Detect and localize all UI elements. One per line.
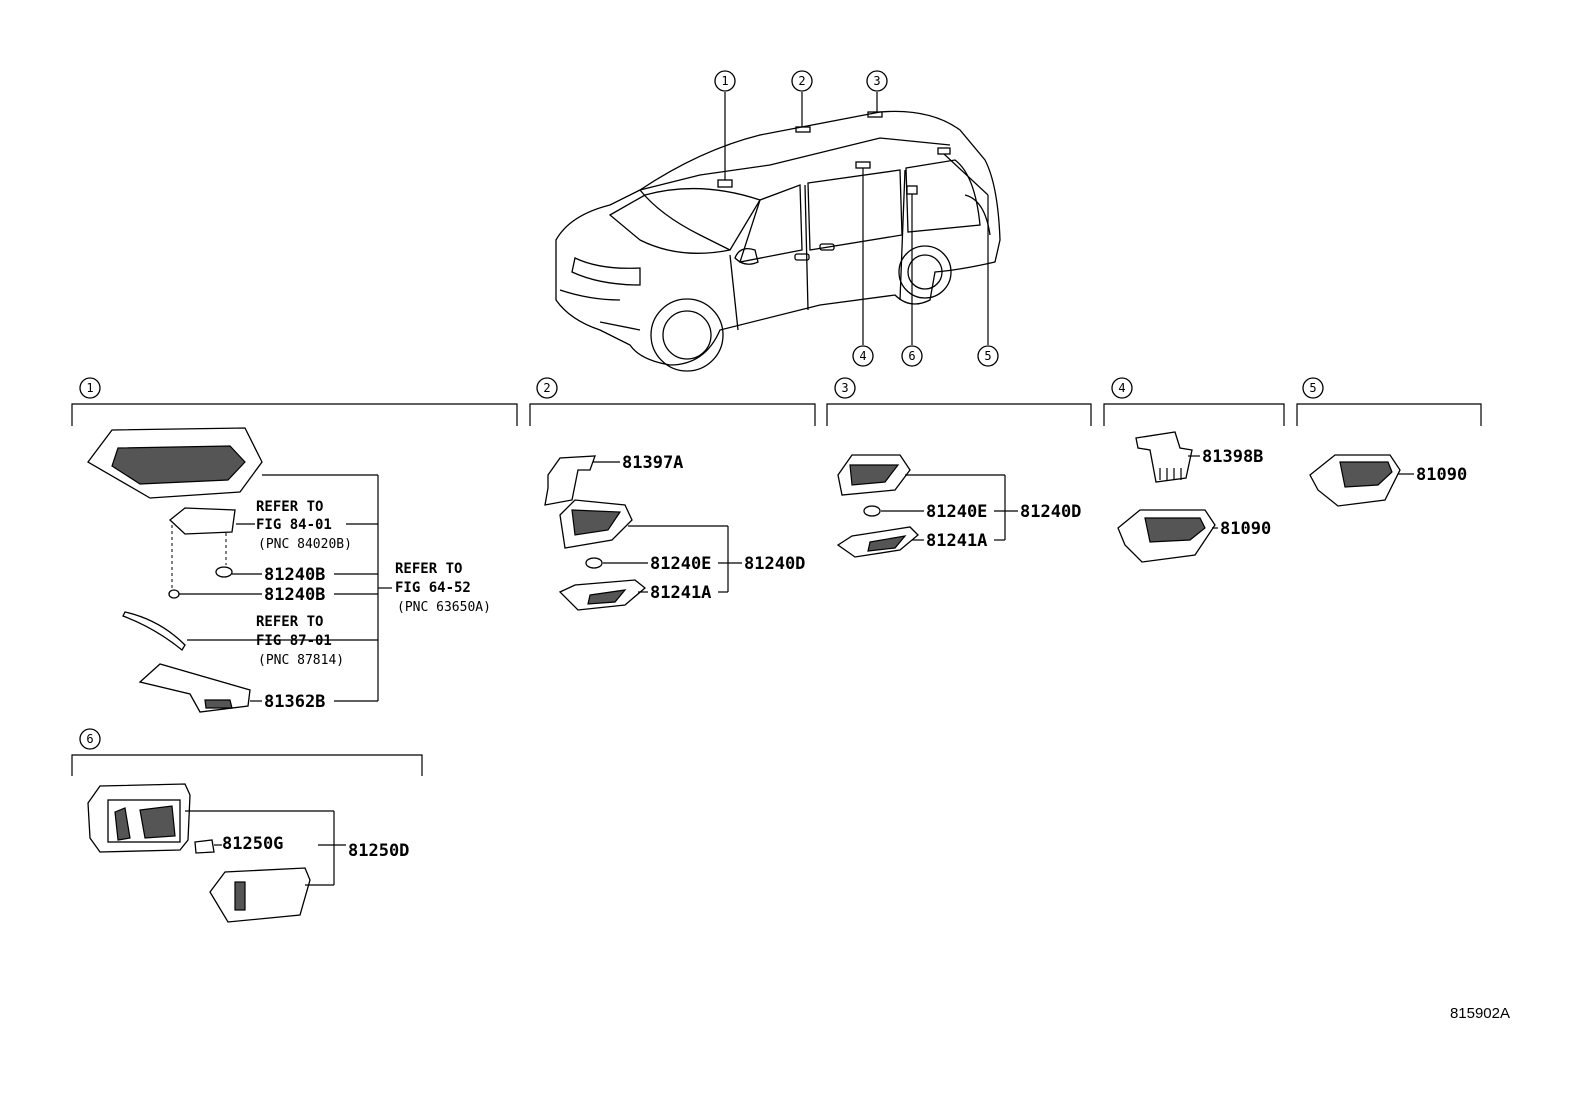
callout-2: 2 (791, 70, 813, 92)
bulb-81240e (585, 557, 603, 569)
ref3-line3: (PNC 87814) (258, 653, 344, 668)
group-5-header: 5 (1296, 377, 1482, 426)
diagram-code: 815902A (1450, 1005, 1510, 1022)
svg-text:4: 4 (1118, 381, 1125, 395)
callout-1: 1 (714, 70, 736, 92)
trim-strip (122, 611, 186, 651)
part-81241a: 81241A (650, 583, 711, 603)
ref1-line1: REFER TO (256, 499, 323, 515)
svg-text:5: 5 (1309, 381, 1316, 395)
bulb-81240e (863, 505, 881, 517)
bracket-81362b (138, 663, 251, 713)
group-3-header: 3 (826, 377, 1092, 426)
svg-text:5: 5 (984, 349, 991, 363)
part-81240d: 81240D (1020, 502, 1081, 522)
part-81362b: 81362B (264, 692, 325, 712)
part-81090: 81090 (1416, 465, 1467, 485)
ref1-line2: FIG 84-01 (256, 517, 332, 533)
ref3-line1: REFER TO (256, 614, 323, 630)
ref2-line1: REFER TO (395, 561, 462, 577)
svg-text:2: 2 (798, 74, 805, 88)
part-81090: 81090 (1220, 519, 1271, 539)
part-81250g: 81250G (222, 834, 283, 854)
group-4-lamp: 81398B 81090 (1117, 431, 1271, 563)
ref3-line2: FIG 87-01 (256, 633, 332, 649)
svg-text:1: 1 (86, 381, 93, 395)
callout-6: 6 (901, 345, 923, 367)
vehicle-callout-leaders (724, 92, 989, 345)
svg-text:6: 6 (908, 349, 915, 363)
ref1-line3: (PNC 84020B) (258, 537, 352, 552)
svg-text:3: 3 (873, 74, 880, 88)
part-81240b-a: 81240B (264, 565, 325, 585)
bulb-81240b-a (215, 566, 233, 578)
cover-81397a (544, 455, 596, 506)
part-81398b: 81398B (1202, 447, 1263, 467)
svg-text:4: 4 (859, 349, 866, 363)
svg-text:1: 1 (721, 74, 728, 88)
ref2-line3: (PNC 63650A) (397, 600, 491, 615)
lens-cover (209, 867, 311, 923)
callout-4: 4 (852, 345, 874, 367)
group-6-lamp: 81250G 81250D (87, 783, 409, 923)
callout-5: 5 (977, 345, 999, 367)
group-3-map-lamp: 81240E 81240D 81241A (836, 454, 1081, 558)
group-2-map-lamp: 81397A 81240E 81240D 81241A (544, 453, 805, 611)
group-headers: 1 2 3 4 5 6 (71, 377, 1482, 776)
group-5-lamp: 81090 (1309, 454, 1467, 507)
group-6-header: 6 (71, 728, 423, 776)
part-81240b-b: 81240B (264, 585, 325, 605)
ref2-line2: FIG 64-52 (395, 580, 471, 596)
svg-text:3: 3 (841, 381, 848, 395)
part-81250d: 81250D (348, 841, 409, 861)
part-81240e: 81240E (650, 554, 711, 574)
group-1-overhead-console: REFER TO FIG 84-01 (PNC 84020B) 81240B 8… (87, 427, 491, 713)
group-1-header: 1 (71, 377, 518, 426)
part-81240d: 81240D (744, 554, 805, 574)
part-81397a: 81397A (622, 453, 683, 473)
vehicle-callouts: 1 2 3 4 6 5 (714, 70, 999, 367)
svg-text:2: 2 (543, 381, 550, 395)
part-81240e: 81240E (926, 502, 987, 522)
part-81241a: 81241A (926, 531, 987, 551)
circuit-board (169, 507, 236, 535)
group-2-header: 2 (529, 377, 816, 426)
callout-3: 3 (866, 70, 888, 92)
group-4-header: 4 (1103, 377, 1285, 426)
bulb-81240b-b (168, 589, 180, 599)
bracket-81398b (1135, 431, 1193, 483)
svg-text:6: 6 (86, 732, 93, 746)
vehicle-illustration (555, 110, 1001, 372)
